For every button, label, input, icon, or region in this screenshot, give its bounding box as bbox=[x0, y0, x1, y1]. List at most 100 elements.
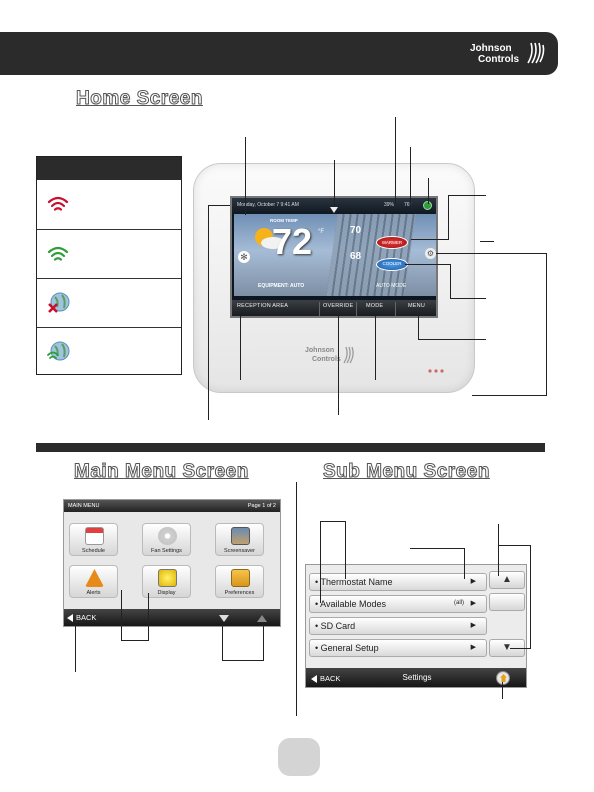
row-value: (all) bbox=[454, 600, 464, 606]
alert-icon bbox=[85, 569, 104, 587]
scroll-up-button[interactable]: ▲ bbox=[489, 571, 525, 589]
scroll-down-icon[interactable] bbox=[219, 615, 229, 622]
fan-icon[interactable]: ✻ bbox=[238, 251, 250, 263]
home-button[interactable] bbox=[496, 671, 510, 685]
scroll-down-icon: ▼ bbox=[502, 642, 512, 653]
indoor-temperature-unit: °F bbox=[318, 229, 325, 235]
nav-divider bbox=[356, 302, 357, 316]
tile-preferences[interactable]: Preferences bbox=[215, 565, 264, 598]
picture-icon bbox=[231, 527, 250, 545]
sub-menu-title: Settings bbox=[402, 673, 432, 682]
scroll-up-icon[interactable] bbox=[257, 615, 267, 622]
brand-line1: Johnson bbox=[470, 43, 512, 54]
back-button[interactable]: BACK bbox=[67, 612, 105, 625]
device-logo-line2: Controls bbox=[312, 356, 341, 363]
display-icon bbox=[158, 569, 177, 587]
tile-display[interactable]: Display bbox=[142, 565, 191, 598]
row-label: • SD Card bbox=[315, 621, 356, 631]
back-arrow-icon bbox=[311, 675, 317, 683]
main-menu-nav-bar: BACK bbox=[64, 609, 280, 626]
legend-header bbox=[37, 157, 181, 180]
nav-mode[interactable]: MODE bbox=[366, 303, 384, 309]
main-menu-title-bar: MAIN MENU Page 1 of 2 bbox=[64, 500, 280, 512]
page-indicator: Page 1 of 2 bbox=[247, 503, 276, 509]
wifi-status-icon[interactable] bbox=[423, 201, 432, 210]
warmer-button[interactable]: WARMER bbox=[376, 236, 408, 249]
chevron-right-icon: ▶ bbox=[470, 600, 476, 607]
main-menu-screen-title: Main Menu Screen bbox=[74, 461, 249, 483]
wifi-green-icon bbox=[47, 246, 69, 261]
tile-label: Screensaver bbox=[224, 548, 255, 554]
scroll-up-icon: ▲ bbox=[502, 574, 512, 585]
fan-icon bbox=[158, 527, 177, 545]
row-general-setup[interactable]: • General Setup ▶ bbox=[309, 639, 487, 657]
indoor-temperature: 72 bbox=[272, 221, 313, 262]
cooler-button[interactable]: COOLER bbox=[376, 258, 408, 271]
row-sd-card[interactable]: • SD Card ▶ bbox=[309, 617, 487, 635]
legend-row-internet-down bbox=[37, 278, 181, 327]
cool-setpoint: 68 bbox=[350, 251, 362, 262]
wifi-red-icon bbox=[47, 196, 69, 211]
status-bar: Monday, October 7 9:41 AM 39% 76° bbox=[232, 198, 436, 214]
row-label: • General Setup bbox=[315, 643, 379, 653]
tile-label: Schedule bbox=[82, 548, 105, 554]
device-logo-mark-icon bbox=[343, 346, 354, 364]
device-speaker-grille bbox=[428, 369, 444, 373]
tile-screensaver[interactable]: Screensaver bbox=[215, 523, 264, 556]
chevron-right-icon: ▶ bbox=[470, 578, 476, 585]
home-screen-title: Home Screen bbox=[76, 88, 203, 110]
device-logo-line1: Johnson bbox=[305, 347, 335, 354]
legend-row-wifi-weak bbox=[37, 180, 181, 229]
main-menu-title: MAIN MENU bbox=[68, 503, 100, 509]
tile-fan-settings[interactable]: Fan Settings bbox=[142, 523, 191, 556]
row-label: • Thermostat Name bbox=[315, 577, 393, 587]
legend-row-wifi-good bbox=[37, 229, 181, 278]
nav-location[interactable]: RECEPTION AREA bbox=[237, 303, 289, 309]
device-logo: Johnson Controls bbox=[305, 345, 365, 369]
tile-label: Display bbox=[157, 590, 176, 596]
room-temp-label: ROOM TEMP bbox=[270, 218, 298, 223]
section-divider bbox=[36, 443, 545, 452]
tile-alerts[interactable]: Alerts bbox=[69, 565, 118, 598]
row-label: • Available Modes bbox=[315, 599, 387, 609]
row-available-modes[interactable]: • Available Modes (all) ▶ bbox=[309, 595, 487, 613]
dropdown-arrow-icon[interactable] bbox=[330, 207, 338, 213]
globe-wifi-icon bbox=[47, 341, 70, 361]
tile-label: Fan Settings bbox=[151, 548, 182, 554]
sub-menu-screen-title: Sub Menu Screen bbox=[323, 461, 490, 483]
nav-divider bbox=[319, 302, 320, 316]
sub-menu-nav-bar: BACK Settings bbox=[306, 668, 526, 687]
sub-menu-screen: • Thermostat Name ▶ • Available Modes (a… bbox=[305, 564, 527, 688]
row-thermostat-name[interactable]: • Thermostat Name ▶ bbox=[309, 573, 487, 591]
back-label: BACK bbox=[76, 613, 97, 622]
mode-status: AUTO MODE bbox=[376, 283, 407, 289]
heat-setpoint: 70 bbox=[350, 225, 362, 236]
weather-partly-sunny-icon bbox=[255, 228, 285, 249]
back-button[interactable]: BACK bbox=[311, 672, 351, 686]
preferences-icon bbox=[231, 569, 250, 587]
settings-gear-icon[interactable]: ⚙ bbox=[425, 248, 436, 259]
vertical-divider bbox=[296, 482, 297, 716]
humidity-readout: 39% bbox=[384, 202, 395, 208]
wifi-legend-table bbox=[36, 156, 182, 375]
chevron-right-icon: ▶ bbox=[470, 622, 476, 629]
back-label: BACK bbox=[320, 674, 341, 683]
nav-menu[interactable]: MENU bbox=[408, 303, 425, 309]
nav-divider bbox=[395, 302, 396, 316]
scroll-track bbox=[489, 593, 525, 611]
page-number-badge bbox=[278, 738, 320, 776]
brand-logo: Johnson Controls bbox=[464, 40, 554, 68]
chevron-right-icon: ▶ bbox=[470, 644, 476, 651]
nav-override[interactable]: OVERRIDE bbox=[323, 303, 354, 309]
home-icon bbox=[500, 674, 507, 682]
home-nav-bar: RECEPTION AREA OVERRIDE MODE MENU bbox=[232, 300, 436, 316]
brand-line2: Controls bbox=[478, 54, 520, 65]
header-bar bbox=[0, 32, 558, 75]
legend-row-internet-up bbox=[37, 327, 181, 376]
thermostat-home-screen[interactable]: Monday, October 7 9:41 AM 39% 76° ROOM T… bbox=[230, 196, 438, 318]
equipment-status: EQUIPMENT: AUTO bbox=[258, 283, 305, 289]
tile-label: Alerts bbox=[86, 590, 101, 596]
tile-schedule[interactable]: Schedule bbox=[69, 523, 118, 556]
brand-mark-icon bbox=[527, 42, 545, 64]
back-arrow-icon bbox=[67, 614, 73, 622]
